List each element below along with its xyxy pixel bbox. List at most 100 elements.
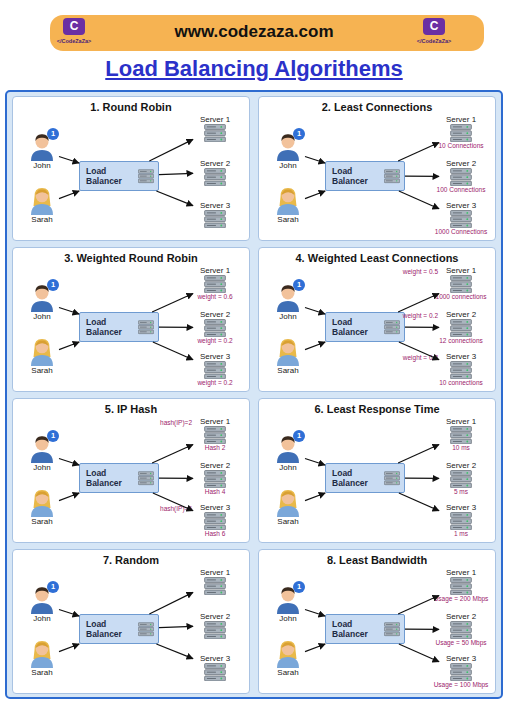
panel-title: 6. Least Response Time [259, 403, 495, 416]
server-unit [205, 288, 226, 293]
balancer-icon [138, 468, 154, 488]
server-node: Server 25 ms [439, 461, 483, 496]
balancer-label: Load Balancer [332, 468, 376, 488]
user-name: John [33, 161, 50, 171]
server-slot [453, 630, 462, 631]
server-led [150, 628, 151, 629]
server-slot [140, 327, 147, 328]
server-unit [384, 632, 399, 636]
user-figure: John1 [271, 584, 305, 624]
server-unit [205, 217, 226, 222]
server-led [466, 585, 468, 587]
user-name: John [33, 614, 50, 624]
balancer-label: Load Balancer [86, 468, 130, 488]
server-slot [207, 370, 216, 371]
person-icon [273, 336, 303, 366]
hair-shape [280, 188, 297, 206]
callout-badge: 1 [47, 128, 59, 140]
server-slot [453, 370, 462, 371]
user-figure: John1 [25, 433, 59, 473]
server-led [220, 277, 222, 279]
server-led [220, 665, 222, 667]
user-name: John [279, 614, 296, 624]
server-led [466, 629, 468, 631]
user-figure: Sarah [271, 638, 305, 678]
load-balancer-box: Load Balancer [325, 312, 405, 342]
server-unit [205, 175, 226, 180]
server-led [220, 441, 222, 443]
server-unit [451, 124, 472, 129]
user-figure: Sarah [25, 638, 59, 678]
server-led [150, 175, 151, 176]
server-slot [207, 277, 216, 278]
server-led [466, 636, 468, 638]
server-icon [449, 663, 473, 681]
server-metric: 12 connections [439, 337, 483, 345]
server-led [150, 473, 151, 474]
user-name: John [33, 312, 50, 322]
server-slot [207, 630, 216, 631]
hair-shape [282, 189, 295, 195]
algorithm-panel: 5. IP HashJohn1SarahLoad BalancerServer … [12, 398, 250, 543]
server-icon [449, 426, 473, 444]
server-icon [203, 512, 227, 530]
server-slot [386, 180, 393, 181]
server-unit [138, 179, 153, 183]
server-led [466, 218, 468, 220]
server-slot [453, 592, 462, 593]
server-icon [203, 470, 227, 488]
person-icon [27, 336, 57, 366]
user-figure: John1 [271, 131, 305, 171]
callout-number: 1 [47, 279, 59, 291]
server-slot [386, 482, 393, 483]
hair-shape [36, 491, 49, 497]
server-unit [451, 590, 472, 595]
server-slot [207, 328, 216, 329]
balancer-label: Load Balancer [86, 166, 130, 186]
face-shape [282, 341, 295, 354]
server-led [466, 212, 468, 214]
server-icon [203, 168, 227, 186]
server-slot [140, 180, 147, 181]
server-led [466, 671, 468, 673]
server-slot [207, 485, 216, 486]
server-led [466, 183, 468, 185]
server-unit [451, 525, 472, 530]
server-unit [451, 210, 472, 215]
server-led [220, 363, 222, 365]
server-slot [140, 633, 147, 634]
server-unit [384, 330, 399, 334]
server-led [466, 126, 468, 128]
server-metric: 1000 connections [436, 293, 487, 301]
server-icon [449, 577, 473, 595]
server-unit [451, 137, 472, 142]
user-name: Sarah [277, 215, 298, 225]
server-led [396, 180, 397, 181]
server-unit [205, 470, 226, 475]
server-slot [207, 183, 216, 184]
server-slot [140, 629, 147, 630]
server-led [220, 434, 222, 436]
server-unit [205, 525, 226, 530]
server-led [396, 482, 397, 483]
server-led [466, 592, 468, 594]
server-unit [451, 374, 472, 379]
server-led [466, 376, 468, 378]
server-slot [453, 277, 462, 278]
face-shape [36, 492, 49, 505]
server-led [220, 376, 222, 378]
server-icon [449, 361, 473, 379]
server-slot [453, 363, 462, 364]
server-unit [384, 472, 399, 476]
body-shape [31, 506, 53, 517]
server-unit [205, 131, 226, 136]
balancer-icon [384, 468, 400, 488]
server-led [396, 633, 397, 634]
body-shape [277, 355, 299, 366]
server-led [220, 183, 222, 185]
user-figure: John 1 [25, 131, 59, 171]
server-name: Server 3 [200, 352, 230, 361]
server-slot [207, 225, 216, 226]
server-icon [449, 621, 473, 639]
panel-title: 4. Weighted Least Connections [259, 252, 495, 265]
